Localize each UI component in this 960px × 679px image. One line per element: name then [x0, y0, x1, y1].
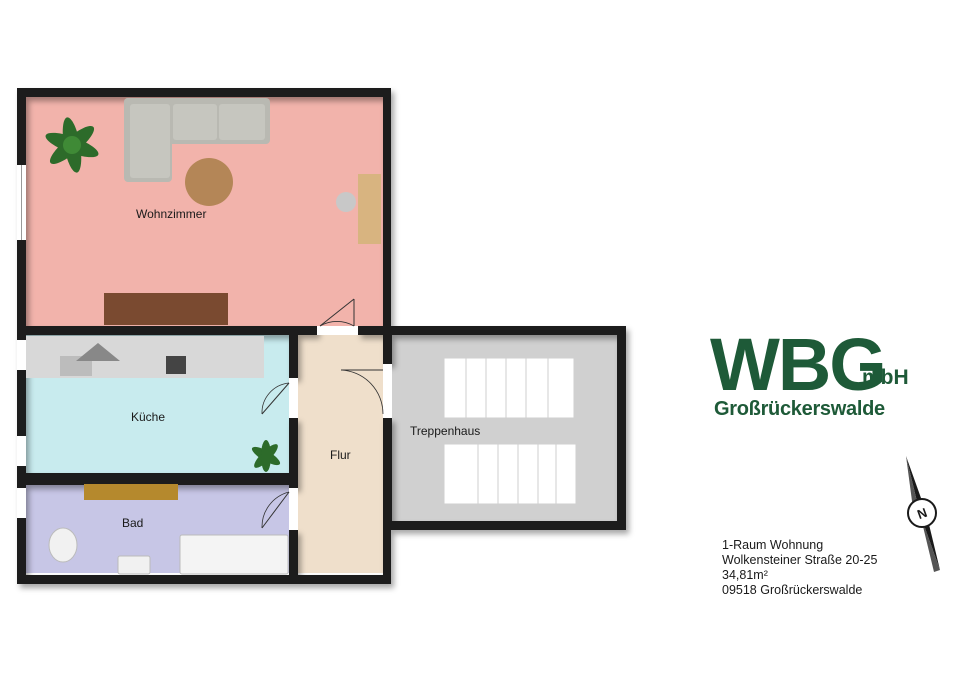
desk-chair [336, 192, 356, 212]
stove [166, 356, 186, 374]
logo-subtitle: Großrückerswalde [714, 398, 885, 420]
compass-icon: N [906, 456, 940, 572]
range-hood [76, 343, 120, 361]
logo-suffix-text: mbH [862, 366, 909, 389]
info-postal-city: 09518 Großrückerswalde [722, 583, 863, 597]
stairs [443, 357, 577, 505]
info-area: 34,81m² [722, 568, 768, 582]
info-street-address: Wolkensteiner Straße 20-25 [722, 553, 878, 567]
bathtub [179, 534, 289, 575]
logo-main-text: WBG [710, 323, 887, 406]
bathroom-shelf [84, 484, 178, 500]
walls [17, 88, 626, 584]
sideboard [104, 293, 228, 325]
sofa [124, 98, 270, 182]
round-table [185, 158, 233, 206]
room-label-flur: Flur [330, 448, 351, 462]
windows [17, 165, 26, 518]
room-label-treppenhaus: Treppenhaus [410, 424, 481, 438]
room-flur-floor [298, 335, 383, 573]
washbasin [117, 555, 151, 575]
plant-wohnzimmer [45, 117, 99, 173]
room-label-wohnzimmer: Wohnzimmer [136, 207, 207, 221]
info-apartment-type: 1-Raum Wohnung [722, 538, 824, 552]
company-logo: WBG mbH Großrückerswalde [710, 328, 930, 428]
desk [358, 174, 381, 244]
doors [261, 298, 392, 530]
plant-kueche [251, 440, 281, 472]
room-label-bad: Bad [122, 516, 144, 530]
toilet [48, 527, 78, 563]
apartment-info: 1-Raum Wohnung Wolkensteiner Straße 20-2… [722, 538, 877, 598]
room-label-kueche: Küche [131, 410, 166, 424]
